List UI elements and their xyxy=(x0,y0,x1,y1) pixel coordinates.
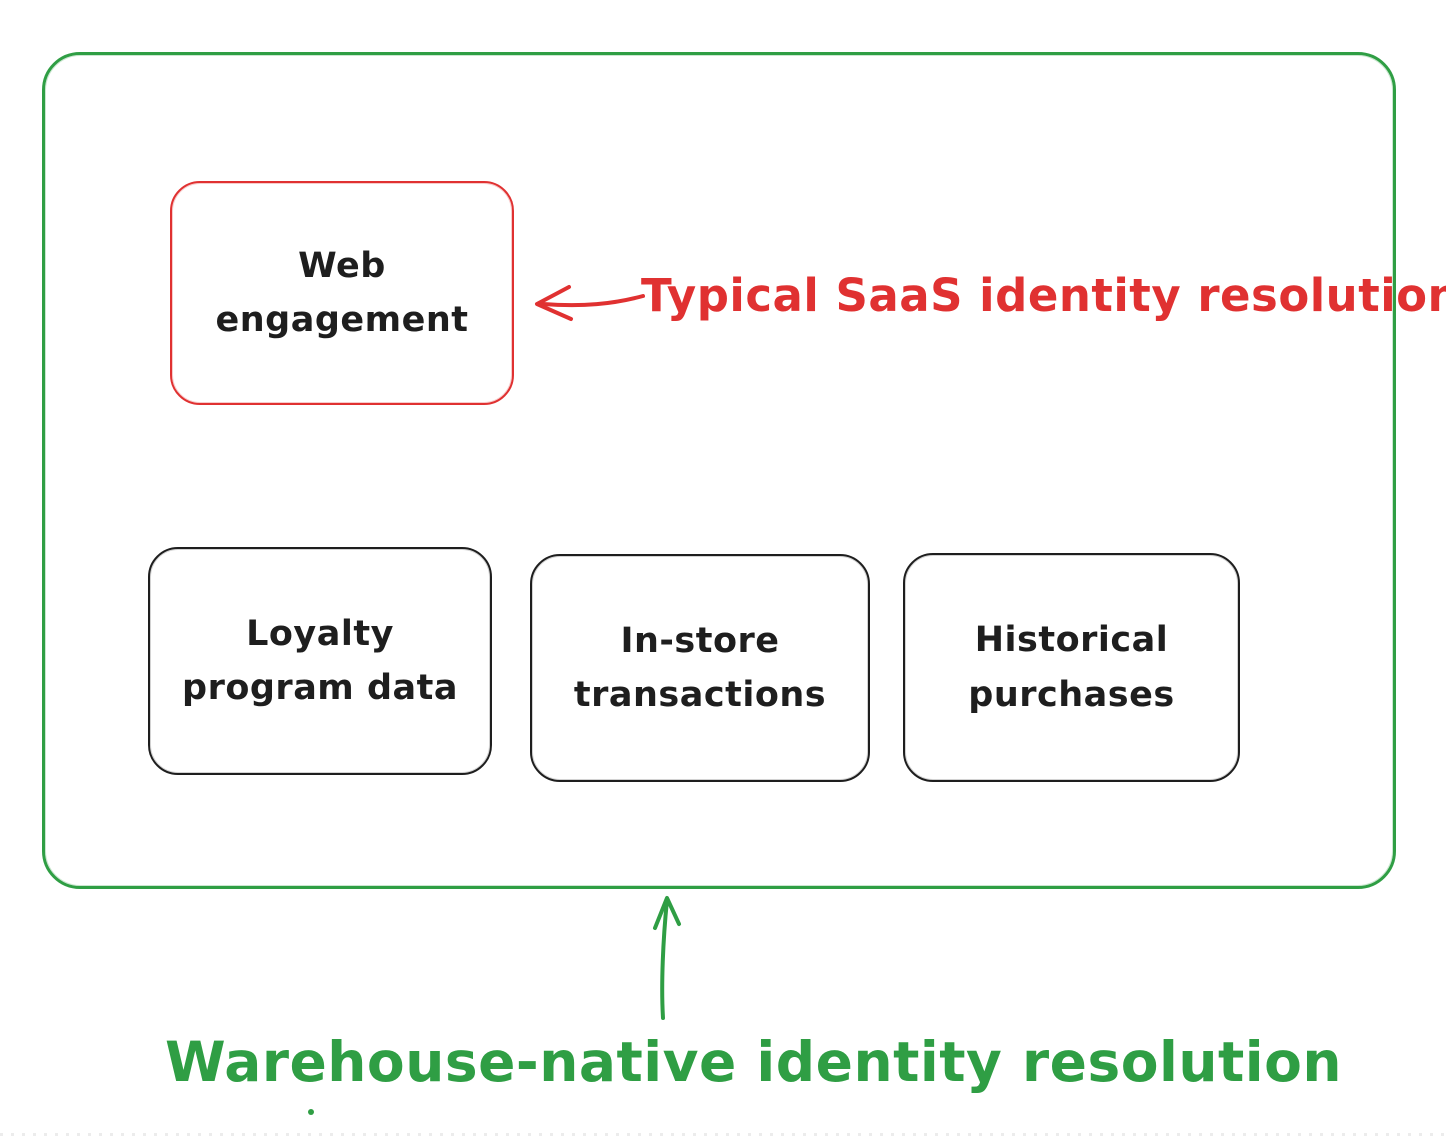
bottom-dotted-edge xyxy=(0,1133,1446,1136)
loyalty-program-box: Loyalty program data xyxy=(148,547,492,775)
green-arrow-shaft xyxy=(660,898,669,1020)
green-arrow-head xyxy=(653,896,681,930)
historical-purchases-box: Historical purchases xyxy=(903,553,1240,782)
web-engagement-label: Web engagement xyxy=(215,245,469,340)
warehouse-annotation-label: Warehouse-native identity resolution xyxy=(165,1030,1343,1094)
loyalty-program-label: Loyalty program data xyxy=(182,613,458,708)
green-dot xyxy=(308,1109,314,1115)
green-up-arrow-icon xyxy=(653,896,681,1020)
in-store-transactions-label: In-store transactions xyxy=(573,620,827,715)
web-engagement-box: Web engagement xyxy=(170,181,514,405)
historical-purchases-label: Historical purchases xyxy=(968,620,1175,715)
red-arrow-shaft xyxy=(541,294,645,308)
saas-annotation-label: Typical SaaS identity resolution xyxy=(641,269,1446,322)
red-left-arrow-icon xyxy=(535,285,645,321)
warehouse-boundary-box xyxy=(42,52,1396,889)
in-store-transactions-box: In-store transactions xyxy=(530,554,870,782)
red-arrow-head xyxy=(535,285,573,321)
